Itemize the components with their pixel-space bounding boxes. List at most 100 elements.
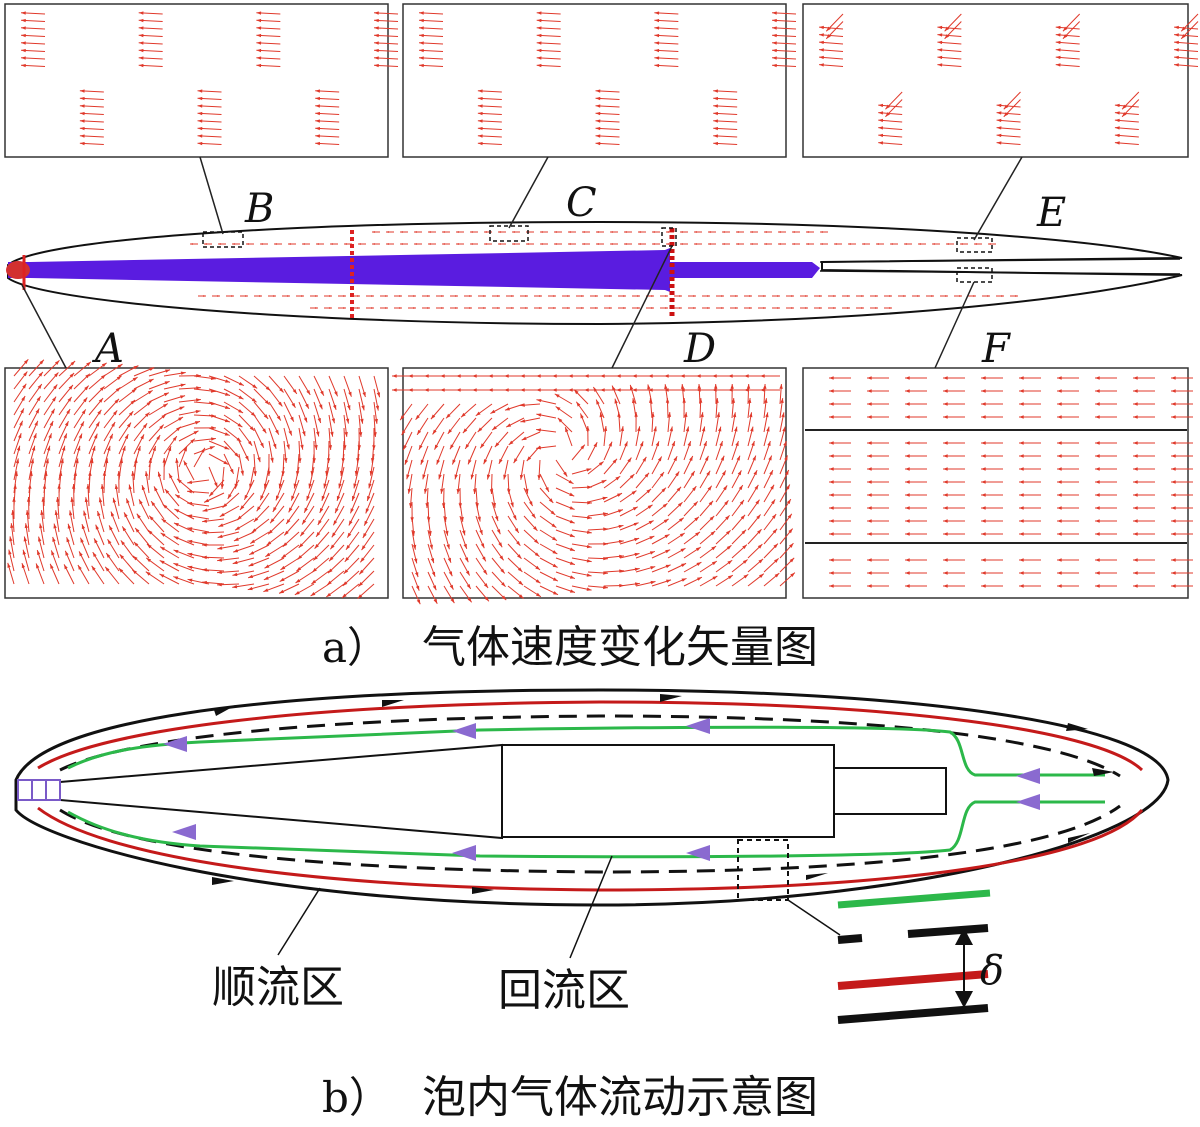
vec-b-arrow-head [315, 89, 320, 93]
uniform-f-arrow-head [943, 389, 948, 393]
vortex-a-arrow-head [298, 543, 304, 548]
uniform-f-arrow-head [943, 519, 948, 523]
vortex-a-arrow-head [24, 523, 29, 529]
vortex-d-arrow-head [519, 474, 524, 480]
vortex-a-arrow-head [175, 458, 179, 464]
vortex-a-arrow-head [118, 568, 124, 573]
bubble-flow-arrow-head [806, 231, 809, 233]
vortex-d-arrow-head [569, 492, 575, 497]
vortex-a-arrow-head [80, 421, 84, 427]
uniform-f-arrow-head [905, 415, 910, 419]
uniform-f-arrow-head [1095, 558, 1100, 562]
vortex-a-arrow-head [312, 567, 317, 573]
vortex-d-arrow-head [730, 384, 734, 389]
vortex-d-arrow-head [501, 582, 506, 587]
bubble-flow-arrow-head [582, 243, 585, 245]
vec-c-arrow-head [536, 11, 542, 15]
uniform-f-arrow-head [981, 454, 986, 458]
uniform-f-arrow-head [1171, 532, 1176, 536]
vortex-a-arrow-head [86, 484, 90, 489]
bubble-flow-arrow-head [610, 243, 613, 245]
vortex-a-arrow-head [100, 484, 105, 489]
vortex-d-arrow-head [664, 534, 670, 539]
vortex-d-arrow-head [675, 471, 680, 477]
vec-b-arrow-head [374, 18, 379, 23]
caption-b-text: 泡内气体流动示意图 [422, 1072, 818, 1123]
uniform-f-arrow-head [1133, 480, 1138, 484]
vortex-a-arrow-head [338, 483, 342, 489]
vortex-d-arrow-head [700, 412, 704, 418]
vortex-d-arrow-head [742, 544, 747, 550]
bubble-flow-arrow-head [595, 295, 598, 297]
vortex-a-arrow-head [111, 422, 116, 427]
vortex-a-arrow-head [318, 404, 323, 410]
bubble-flow-arrow-head [386, 243, 389, 245]
vortex-a-arrow-head [81, 409, 86, 415]
vortex-d-arrow-head [536, 413, 542, 417]
vortex-a-arrow-head [302, 519, 307, 525]
uniform-f-arrow-head [943, 441, 948, 445]
bubble-flow-arrow-head [876, 243, 879, 245]
bubble-flow-arrow-head [483, 295, 486, 297]
vec-e-arrow-head [937, 33, 943, 37]
vortex-d-arrow-head [508, 440, 514, 445]
leader-e [973, 156, 1023, 241]
vortex-a-arrow-head [187, 501, 193, 506]
vortex-a-arrow-head [348, 520, 353, 526]
vec-e-arrow-head [819, 63, 824, 67]
vortex-d-arrow-head [565, 427, 569, 433]
uniform-f-arrow-head [1019, 558, 1024, 562]
vortex-a-arrow-head [20, 408, 24, 414]
vortex-a-arrow-head [275, 495, 280, 501]
vortex-a-arrow-head [139, 499, 143, 505]
vortex-a-arrow-head [19, 420, 23, 426]
vortex-d-arrow-head [689, 456, 693, 461]
vortex-d-arrow-head [618, 524, 624, 529]
bubble-flow-arrow-head [526, 243, 529, 245]
bubble-flow-arrow-head [708, 231, 711, 233]
bubble-flow-arrow-head [470, 243, 473, 245]
vortex-d-arrow-head [465, 443, 470, 449]
vortex-a-arrow-head [132, 377, 138, 382]
vortex-d-arrow-head [586, 530, 592, 534]
vec-e-arrow-head [996, 133, 1002, 138]
vortex-d-arrow-head [756, 514, 761, 520]
bubble-flow-arrow-head [441, 295, 444, 297]
vortex-d-arrow-head [612, 458, 618, 464]
vortex-a-arrow-head [360, 557, 365, 563]
uniform-f-arrow-head [829, 506, 834, 510]
vortex-a-arrow-head [114, 484, 119, 490]
vortex-d-arrow-head [446, 413, 451, 419]
vec-e-arrow-head [1055, 40, 1061, 45]
bubble-flow-arrow-head [497, 307, 500, 309]
vortex-d-arrow-head [744, 374, 749, 378]
vortex-d-arrow-head [545, 486, 549, 492]
vortex-a-arrow-head [112, 497, 117, 503]
bubble-flow-arrow-head [232, 243, 235, 245]
vortex-a-arrow-head [295, 578, 301, 583]
vortex-a-arrow-head [240, 470, 244, 476]
vortex-a-arrow-head [317, 520, 322, 525]
vortex-d-arrow-head [580, 444, 585, 450]
vortex-d-arrow-head [755, 499, 760, 505]
vortex-d-arrow-head [492, 425, 497, 431]
vortex-d-arrow-head [695, 547, 701, 552]
bubble-flow-arrow-head [819, 307, 822, 309]
vortex-a-arrow-head [105, 566, 110, 572]
detail-black-lower [837, 1004, 989, 1024]
vec-c-arrow-head [713, 119, 718, 123]
vec-e-arrow-head [1181, 34, 1186, 39]
uniform-f-arrow-head [829, 376, 834, 380]
vortex-d-arrow-head [466, 584, 471, 589]
vortex-a-arrow-head [365, 508, 370, 514]
vortex-d-arrow-head [684, 412, 688, 418]
vortex-d-arrow-head [536, 374, 541, 378]
vortex-a-arrow-head [61, 445, 66, 451]
bubble-flow-arrow-head [581, 295, 584, 297]
vortex-a-arrow-head [234, 452, 239, 458]
bubble-flow-arrow-head [707, 295, 710, 297]
vortex-d-arrow-head [557, 417, 563, 423]
bubble-flow-arrow-head [750, 231, 753, 233]
vec-c-arrow-head [477, 104, 483, 108]
vortex-d-arrow-head [787, 513, 792, 519]
